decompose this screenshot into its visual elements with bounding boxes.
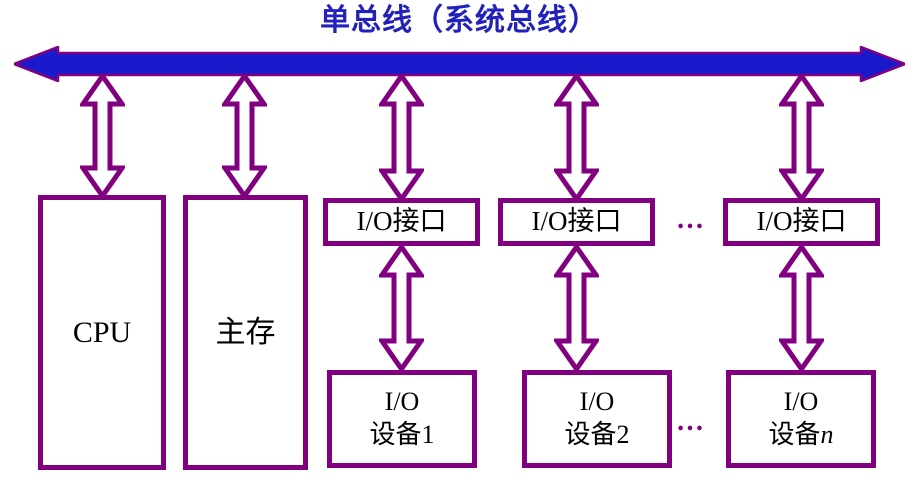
block-io-interface-2[interactable]: I/O接口: [498, 198, 655, 246]
block-io-device-n-label-prefix: 设备: [768, 420, 821, 449]
connector-bus-to-io-interface-2: [554, 74, 599, 201]
connector-io-interface-n-to-io-device-n: [779, 245, 824, 371]
block-io-interface-2-label: I/O接口: [531, 206, 622, 237]
block-io-device-2-label-line2: 设备2: [564, 420, 630, 449]
block-io-device-1-label-line1: I/O: [384, 387, 420, 417]
connector-io-interface-2-to-io-device-2: [554, 245, 599, 371]
block-io-device-n[interactable]: I/O 设备n: [726, 370, 876, 468]
block-io-interface-1[interactable]: I/O接口: [323, 198, 480, 246]
block-io-device-n-label-index: n: [820, 420, 834, 449]
connector-bus-to-cpu: [80, 74, 125, 198]
block-io-device-n-label-line1: I/O: [783, 387, 819, 417]
block-cpu-label: CPU: [72, 315, 132, 349]
block-io-device-n-label-line2: 设备n: [768, 420, 833, 451]
block-cpu[interactable]: CPU: [38, 195, 166, 470]
ellipsis-devices: …: [676, 406, 709, 437]
system-bus-arrow: [14, 46, 905, 82]
block-io-device-1-label-line2: 设备1: [369, 420, 435, 449]
connector-bus-to-io-interface-1: [379, 74, 424, 201]
system-bus: [14, 46, 905, 82]
ellipsis-interfaces: …: [676, 204, 709, 235]
block-io-interface-n-label: I/O接口: [756, 206, 847, 237]
diagram-title: 单总线（系统总线）: [320, 4, 599, 37]
block-main-memory-label: 主存: [215, 315, 276, 349]
connector-bus-to-io-interface-n: [779, 74, 824, 201]
connector-io-interface-1-to-io-device-1: [379, 245, 424, 371]
block-io-interface-1-label: I/O接口: [356, 206, 447, 237]
connector-bus-to-main-memory: [222, 74, 267, 198]
block-io-interface-n[interactable]: I/O接口: [723, 198, 880, 246]
block-io-device-1[interactable]: I/O 设备1: [327, 370, 477, 468]
block-main-memory[interactable]: 主存: [183, 195, 308, 470]
block-io-device-2-label-line1: I/O: [579, 387, 615, 417]
block-io-device-2[interactable]: I/O 设备2: [522, 370, 672, 468]
